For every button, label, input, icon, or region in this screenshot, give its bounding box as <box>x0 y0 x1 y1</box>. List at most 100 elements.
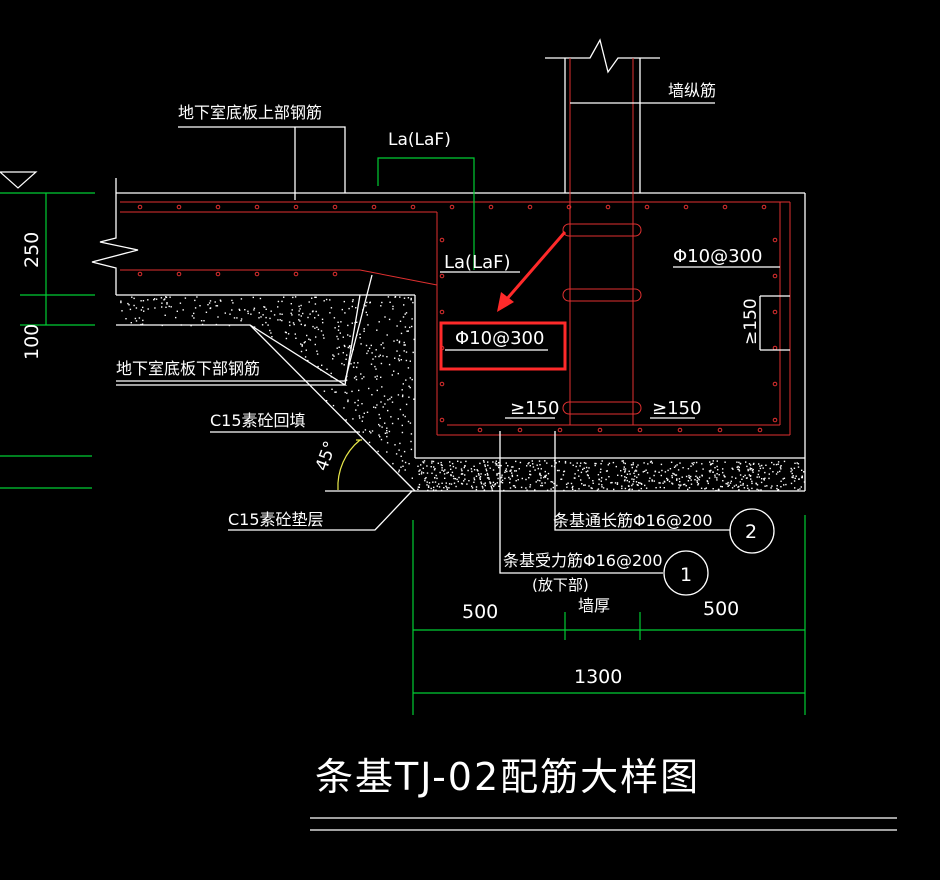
hatch-dot <box>331 388 333 390</box>
hatch-dot <box>512 485 515 487</box>
hatch-dot <box>169 296 171 298</box>
hatch-dot <box>501 474 503 476</box>
hatch-dot <box>529 473 531 476</box>
hatch-dot <box>381 301 383 304</box>
main-bar-label: 条基受力筋Φ16@200 <box>503 551 663 570</box>
hatch-dot <box>402 414 404 416</box>
hatch-dot <box>748 489 750 491</box>
hatch-dot <box>746 477 748 479</box>
hatch-dot <box>379 354 381 356</box>
hatch-dot <box>782 478 784 480</box>
hatch-dot <box>340 321 342 323</box>
rebar-dot <box>137 204 143 210</box>
hatch-dot <box>728 484 730 486</box>
hatch-dot <box>444 469 446 471</box>
hatch-dot <box>537 467 539 470</box>
hatch-dot <box>401 460 404 462</box>
hatch-dot <box>366 411 369 413</box>
hatch-dot <box>509 478 511 480</box>
hatch-dot <box>143 310 145 312</box>
hatch-dot <box>649 461 652 463</box>
hatch-dot <box>281 300 283 303</box>
hatch-dot <box>363 330 365 332</box>
hatch-dot <box>133 304 135 307</box>
hatch-dot <box>675 474 678 476</box>
hatch-dot <box>732 468 734 470</box>
hatch-dot <box>423 462 425 464</box>
rebar-dot <box>644 204 650 210</box>
hatch-dot <box>690 483 693 485</box>
hatch-dot <box>797 488 799 491</box>
hatch-dot <box>352 366 355 368</box>
hatch-dot <box>128 304 130 306</box>
hatch-dot <box>517 479 519 481</box>
hatch-dot <box>738 466 740 468</box>
hatch-dot <box>314 303 317 305</box>
dim-total-width: 1300 <box>574 666 622 688</box>
hatch-dot <box>792 475 794 477</box>
hatch-dot <box>368 347 371 349</box>
hatch-dot <box>649 477 651 479</box>
hatch-dot <box>317 314 320 316</box>
hatch-dot <box>736 466 738 468</box>
hatch-dot <box>386 334 388 336</box>
hatch-dot <box>540 484 542 487</box>
rebar-dot <box>254 204 260 210</box>
highlight-box <box>439 321 567 371</box>
hatch-dot <box>681 476 683 478</box>
hatch-dot <box>343 300 345 303</box>
hatch-dot <box>801 469 803 471</box>
hatch-dot <box>312 325 314 328</box>
hatch-dot <box>756 488 758 491</box>
hatch-dot <box>528 462 530 464</box>
hatch-dot <box>525 487 527 489</box>
hatch-dot <box>285 331 287 334</box>
hatch-dot <box>763 478 765 480</box>
hatch-dot <box>527 463 529 465</box>
hatch-dot <box>564 462 567 464</box>
hatch-dot <box>277 306 279 308</box>
hatch-dot <box>142 319 144 322</box>
hatch-dot <box>616 483 619 485</box>
hatch-dot <box>555 462 557 464</box>
hatch-dot <box>353 362 355 364</box>
hatch-dot <box>725 482 727 485</box>
hatch-dot <box>333 355 335 357</box>
hatch-dot <box>378 321 380 323</box>
hatch-dot <box>267 324 269 326</box>
hatch-dot <box>463 480 465 482</box>
hatch-dot <box>687 488 689 491</box>
hatch-dot <box>400 455 402 457</box>
hatch-dot <box>398 471 400 473</box>
hatch-dot <box>388 430 391 433</box>
hatch-dot <box>636 476 638 479</box>
hatch-dot <box>208 302 211 304</box>
hatch-dot <box>346 354 348 356</box>
hatch-dot <box>382 342 384 344</box>
hatch-dot <box>471 470 473 473</box>
hatch-dot <box>153 299 155 301</box>
hatch-dot <box>359 337 361 339</box>
hatch-dot <box>712 471 714 473</box>
hatch-dot <box>621 460 623 462</box>
hatch-dot <box>389 301 391 303</box>
hatch-dot <box>583 462 586 464</box>
hatch-dot <box>701 475 703 477</box>
hatch-dot <box>402 316 405 318</box>
hatch-dot <box>366 314 368 316</box>
hatch-dot <box>708 470 711 472</box>
hatch-dot <box>343 407 345 409</box>
hatch-dot <box>456 478 458 481</box>
hatch-dot <box>412 351 414 354</box>
hatch-dot <box>337 338 339 340</box>
hatch-dot <box>308 301 310 303</box>
hatch-dot <box>344 391 346 394</box>
hatch-dot <box>488 477 490 479</box>
hatch-dot <box>260 316 262 318</box>
hatch-dot <box>411 325 413 328</box>
hatch-dot <box>451 462 454 465</box>
hatch-dot <box>398 354 401 357</box>
hatch-dot <box>314 327 316 329</box>
ge150-vertical-label: ≥150 <box>741 298 761 345</box>
hatch-dot <box>232 302 234 304</box>
